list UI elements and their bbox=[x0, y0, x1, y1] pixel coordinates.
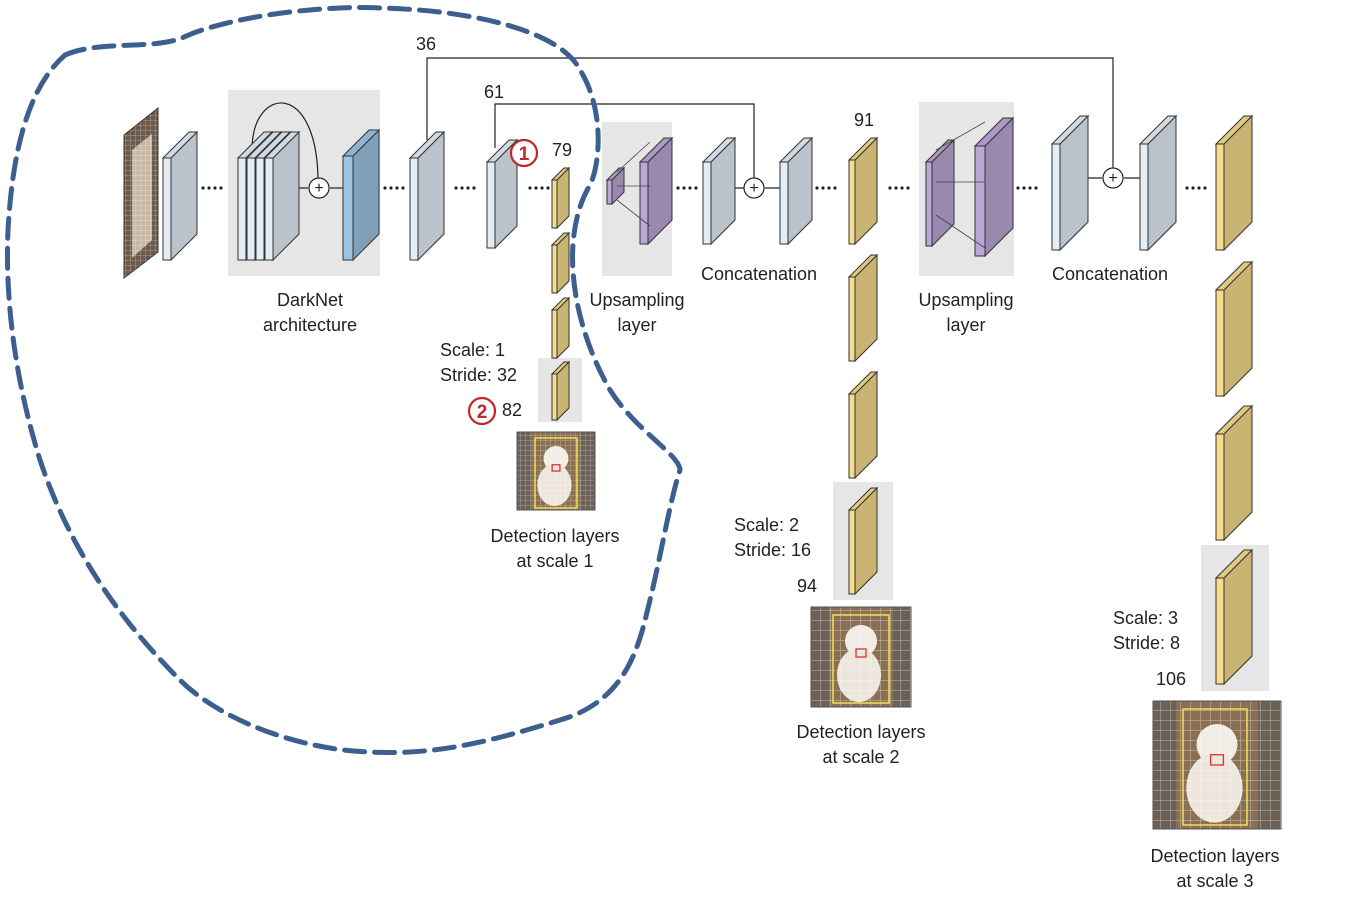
darknet-label: DarkNet architecture bbox=[262, 290, 358, 335]
layer-group bbox=[161, 114, 1254, 686]
upsampling-2-label: Upsampling layer bbox=[918, 290, 1014, 335]
image-group bbox=[123, 106, 1282, 830]
input-image bbox=[123, 106, 159, 280]
skip-36-line bbox=[426, 57, 1114, 168]
marker-1: 1 bbox=[509, 138, 539, 168]
residual-loop bbox=[251, 102, 319, 183]
dashed-outline bbox=[4, 4, 683, 755]
scale1-scale-label: Scale: 1 bbox=[440, 340, 506, 360]
route-36-layer bbox=[408, 130, 446, 262]
scale3-detection-image bbox=[1152, 700, 1282, 830]
svg-text:1: 1 bbox=[519, 144, 530, 165]
darknet-output-layer bbox=[341, 128, 381, 262]
layer-number-106: 106 bbox=[1156, 669, 1187, 689]
scale2-head-layer-2 bbox=[847, 253, 879, 363]
scale3-output-layer bbox=[1214, 548, 1254, 686]
backbone-layer-1 bbox=[161, 130, 199, 262]
concat-2-node: + bbox=[1102, 167, 1124, 189]
scale3-head-layer-3 bbox=[1214, 404, 1254, 542]
layer-number-94: 94 bbox=[797, 576, 818, 596]
concat2-out-layer bbox=[1138, 114, 1178, 252]
scale2-output-layer bbox=[847, 486, 879, 596]
dotted-separator-2 bbox=[383, 186, 405, 190]
dotted-separator-4 bbox=[528, 186, 550, 190]
concat1-out-layer bbox=[778, 136, 814, 246]
concat-1-node: + bbox=[743, 177, 765, 199]
skip-label-61: 61 bbox=[484, 82, 505, 102]
scale1-stride-label: Stride: 32 bbox=[440, 365, 518, 385]
scale2-scale-label: Scale: 2 bbox=[734, 515, 800, 535]
concat1-in-layer bbox=[701, 136, 737, 246]
upsampling-fan-lines bbox=[616, 121, 986, 249]
dotted-separator-6 bbox=[815, 186, 837, 190]
scale2-head-layer-1 bbox=[847, 136, 879, 246]
upsampling-1-label: Upsampling layer bbox=[589, 290, 685, 335]
dotted-separator-1 bbox=[201, 186, 223, 190]
layer-number-82: 82 bbox=[502, 400, 523, 420]
scale3-head-layer-1 bbox=[1214, 114, 1254, 252]
dotted-separator-3 bbox=[454, 186, 476, 190]
svg-text:+: + bbox=[314, 180, 323, 197]
scale1-head-layer-3 bbox=[550, 296, 571, 360]
concatenation-1-label: Concatenation bbox=[700, 264, 818, 284]
merge-nodes: + + + bbox=[308, 167, 1124, 199]
scale1-head-layer-2 bbox=[550, 231, 571, 295]
scale3-scale-label: Scale: 3 bbox=[1113, 608, 1179, 628]
svg-text:+: + bbox=[1108, 170, 1117, 187]
marker-2: 2 bbox=[467, 396, 497, 426]
scale2-detection-image bbox=[810, 606, 912, 708]
upsampling-2-fan bbox=[935, 121, 986, 249]
scale3-head-layer-2 bbox=[1214, 260, 1254, 398]
connectors bbox=[251, 57, 1150, 189]
skip-61-line bbox=[494, 103, 755, 178]
scale3-caption: Detection layers at scale 3 bbox=[1150, 846, 1280, 891]
skip-label-36: 36 bbox=[416, 34, 437, 54]
scale1-detection-image bbox=[516, 431, 596, 511]
dotted-separator-5 bbox=[676, 186, 698, 190]
scale2-caption: Detection layers at scale 2 bbox=[796, 722, 926, 767]
upsampling-2-output bbox=[973, 116, 1015, 258]
concat2-in-layer bbox=[1050, 114, 1090, 252]
red-markers: 1 2 bbox=[467, 138, 539, 426]
dotted-separator-7 bbox=[888, 186, 910, 190]
scale3-stride-label: Stride: 8 bbox=[1113, 633, 1181, 653]
scale2-stride-label: Stride: 16 bbox=[734, 540, 812, 560]
dotted-separators bbox=[201, 186, 1207, 190]
darknet-residual-add: + bbox=[308, 177, 330, 199]
upsampling-1-fan bbox=[616, 141, 651, 227]
dotted-separator-8 bbox=[1016, 186, 1038, 190]
scale1-head-layer-1 bbox=[550, 166, 571, 230]
upsampling-2-input bbox=[924, 138, 956, 248]
layer-number-79: 79 bbox=[552, 140, 573, 160]
scale1-output-layer bbox=[550, 360, 571, 422]
darknet-stack-layer-4 bbox=[263, 130, 301, 262]
svg-text:+: + bbox=[749, 180, 758, 197]
concatenation-2-label: Concatenation bbox=[1051, 264, 1169, 284]
scale2-head-layer-3 bbox=[847, 370, 879, 480]
upsampling-1-output bbox=[638, 136, 674, 246]
svg-text:2: 2 bbox=[477, 402, 488, 423]
route-61-layer bbox=[485, 138, 519, 250]
layer-number-91: 91 bbox=[854, 110, 875, 130]
scale1-caption: Detection layers at scale 1 bbox=[490, 526, 620, 571]
dotted-separator-9 bbox=[1185, 186, 1207, 190]
